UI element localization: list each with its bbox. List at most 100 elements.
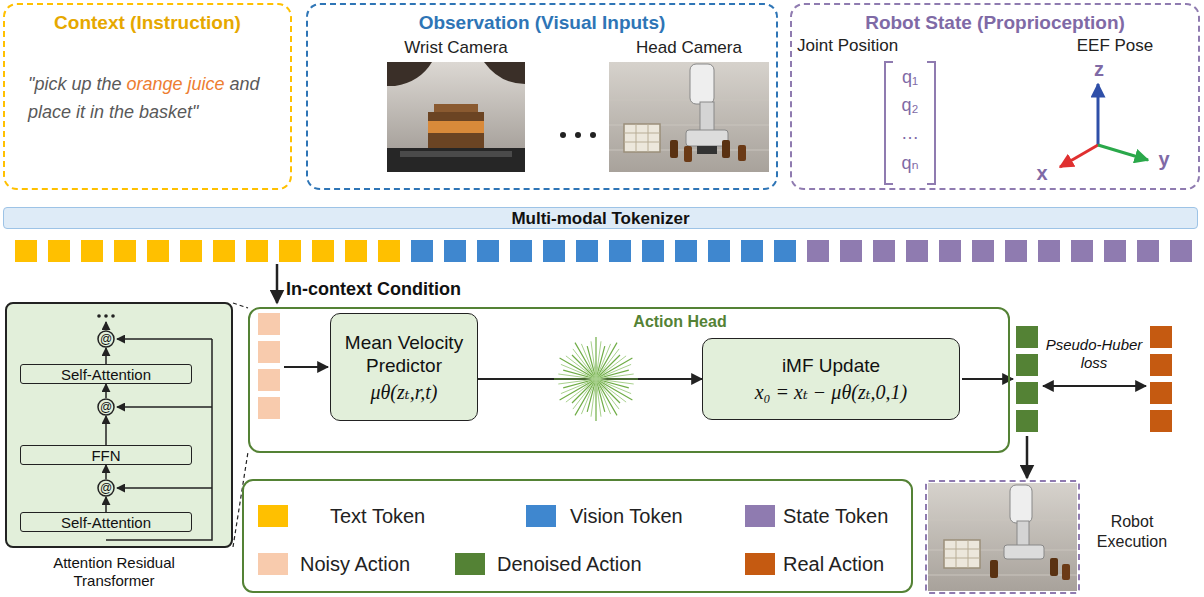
wrist-camera-image	[428, 121, 484, 133]
text-holder: Action Head	[615, 312, 745, 331]
highlight-text: orange juice	[126, 74, 224, 94]
text-holder: q₂	[888, 94, 932, 116]
legend-frame	[243, 480, 912, 592]
noisy-action-tokens	[258, 397, 280, 419]
box-label: @	[100, 482, 112, 494]
text-holder: Wrist Camera	[386, 38, 526, 58]
denoised-action-tokens	[1016, 410, 1038, 432]
ellipsis-dots	[560, 132, 566, 138]
flow-arrow	[105, 348, 107, 364]
box-label: Self-Attention	[61, 514, 151, 531]
camera-label: Wrist Camera	[386, 38, 526, 58]
wrist-camera-image	[387, 148, 525, 172]
real-action-tokens	[1150, 326, 1172, 348]
instruction-panel: Context (Instruction)"pick up the orange…	[3, 3, 292, 190]
zoom-lines	[233, 452, 248, 547]
token-row	[411, 240, 796, 262]
input-arrow	[284, 366, 328, 368]
head-camera-image	[609, 62, 769, 172]
text-holder: Text Token	[330, 505, 490, 527]
noisy-action-tokens	[258, 313, 280, 335]
legend-text: Noisy Action	[300, 553, 460, 575]
pose-axes	[1098, 145, 1148, 160]
sum-circle	[98, 480, 114, 496]
box-label: Self-Attention	[61, 366, 151, 383]
execute-arrow	[1026, 436, 1029, 478]
joint-entry: …	[888, 122, 932, 144]
pose-axes	[1060, 145, 1098, 167]
residual-bus	[105, 322, 107, 330]
execution-image	[944, 540, 980, 568]
execution-image	[1004, 545, 1044, 559]
text-holder: q₁	[888, 66, 932, 88]
text-holder: Pseudo-Huber loss	[1044, 336, 1144, 372]
camera-label: Head Camera	[609, 38, 769, 58]
condition-arrow	[276, 264, 279, 303]
box-label: Mean Velocity Predictor	[331, 331, 477, 377]
residual-sum: @	[97, 479, 115, 497]
residual-bus	[117, 406, 212, 408]
zoom-lines	[233, 303, 248, 308]
real-action-tokens	[1150, 354, 1172, 376]
box-label: @	[100, 401, 112, 413]
text-holder: Vision Token	[570, 505, 730, 527]
ellipsis-dots	[575, 132, 581, 138]
text-holder: z	[1089, 58, 1109, 80]
text-holder: EEF Pose	[1060, 36, 1170, 56]
noise-burst	[558, 341, 633, 416]
action-head: Action HeadMean Velocity Predictorμθ(zₜ,…	[248, 307, 1010, 453]
flow-arrow	[105, 416, 107, 445]
loss-arrow	[1043, 385, 1146, 387]
ellipsis-dots	[560, 132, 596, 138]
execution-image	[1010, 485, 1032, 523]
execution-view: Robot Execution	[925, 480, 1080, 594]
execution-image	[928, 483, 1077, 591]
legend-text: State Token	[783, 505, 943, 527]
legend-text: Denoised Action	[497, 553, 657, 575]
observation-panel: Observation (Visual Inputs) Wrist Camera H…	[306, 3, 778, 190]
text-holder: qₙ	[888, 152, 932, 174]
token-row	[15, 240, 1192, 262]
head-camera-image	[738, 145, 746, 161]
text-holder: Joint Position	[797, 36, 937, 56]
panel-heading: Robot State (Proprioception)	[790, 12, 1200, 34]
text-holder: Context (Instruction)	[3, 12, 292, 34]
denoised-action-tokens	[1016, 326, 1038, 348]
continuation-dots	[97, 314, 101, 318]
robot-state-panel: Robot State (Proprioception)Joint Positi…	[790, 3, 1200, 190]
text-holder: Robot State (Proprioception)	[790, 12, 1200, 34]
box-label: Multi-modal Tokenizer	[511, 209, 689, 228]
panel-heading: Context (Instruction)	[3, 12, 292, 34]
wrist-camera-image	[400, 151, 512, 157]
head-title: Action Head	[615, 312, 745, 331]
noisy-action-tokens	[258, 341, 280, 363]
legend-swatch	[745, 505, 775, 527]
head-camera-image	[624, 124, 660, 152]
output-arrow	[962, 378, 1013, 380]
text-holder: In-context Condition	[286, 279, 486, 300]
legend-text: Vision Token	[570, 505, 730, 527]
panel-heading: Observation (Visual Inputs)	[306, 12, 778, 34]
zoom-lines	[233, 303, 248, 547]
execution-image	[944, 540, 980, 568]
noise-burst	[554, 337, 638, 421]
legend-swatch	[526, 505, 556, 527]
head-camera-image	[609, 62, 769, 172]
box-label: iMF Update	[782, 354, 880, 377]
text-holder: x	[1032, 162, 1052, 184]
head-camera-image	[697, 146, 717, 154]
head-camera-image	[684, 146, 692, 162]
transformer-block: Attention Residual TransformerSelf-Atten…	[5, 302, 233, 548]
residual-bus	[106, 322, 212, 540]
joint-entry: qₙ	[888, 152, 932, 174]
wrist-camera-image	[387, 62, 432, 86]
token-row	[15, 240, 400, 262]
head-camera-image	[686, 130, 728, 146]
joint-entry: q₁	[888, 66, 932, 88]
head-camera-image	[690, 64, 714, 104]
denoised-action-tokens	[1016, 326, 1038, 432]
box-label: FFN	[91, 447, 120, 464]
continuation-dots	[111, 314, 115, 318]
execution-image	[1050, 558, 1058, 576]
